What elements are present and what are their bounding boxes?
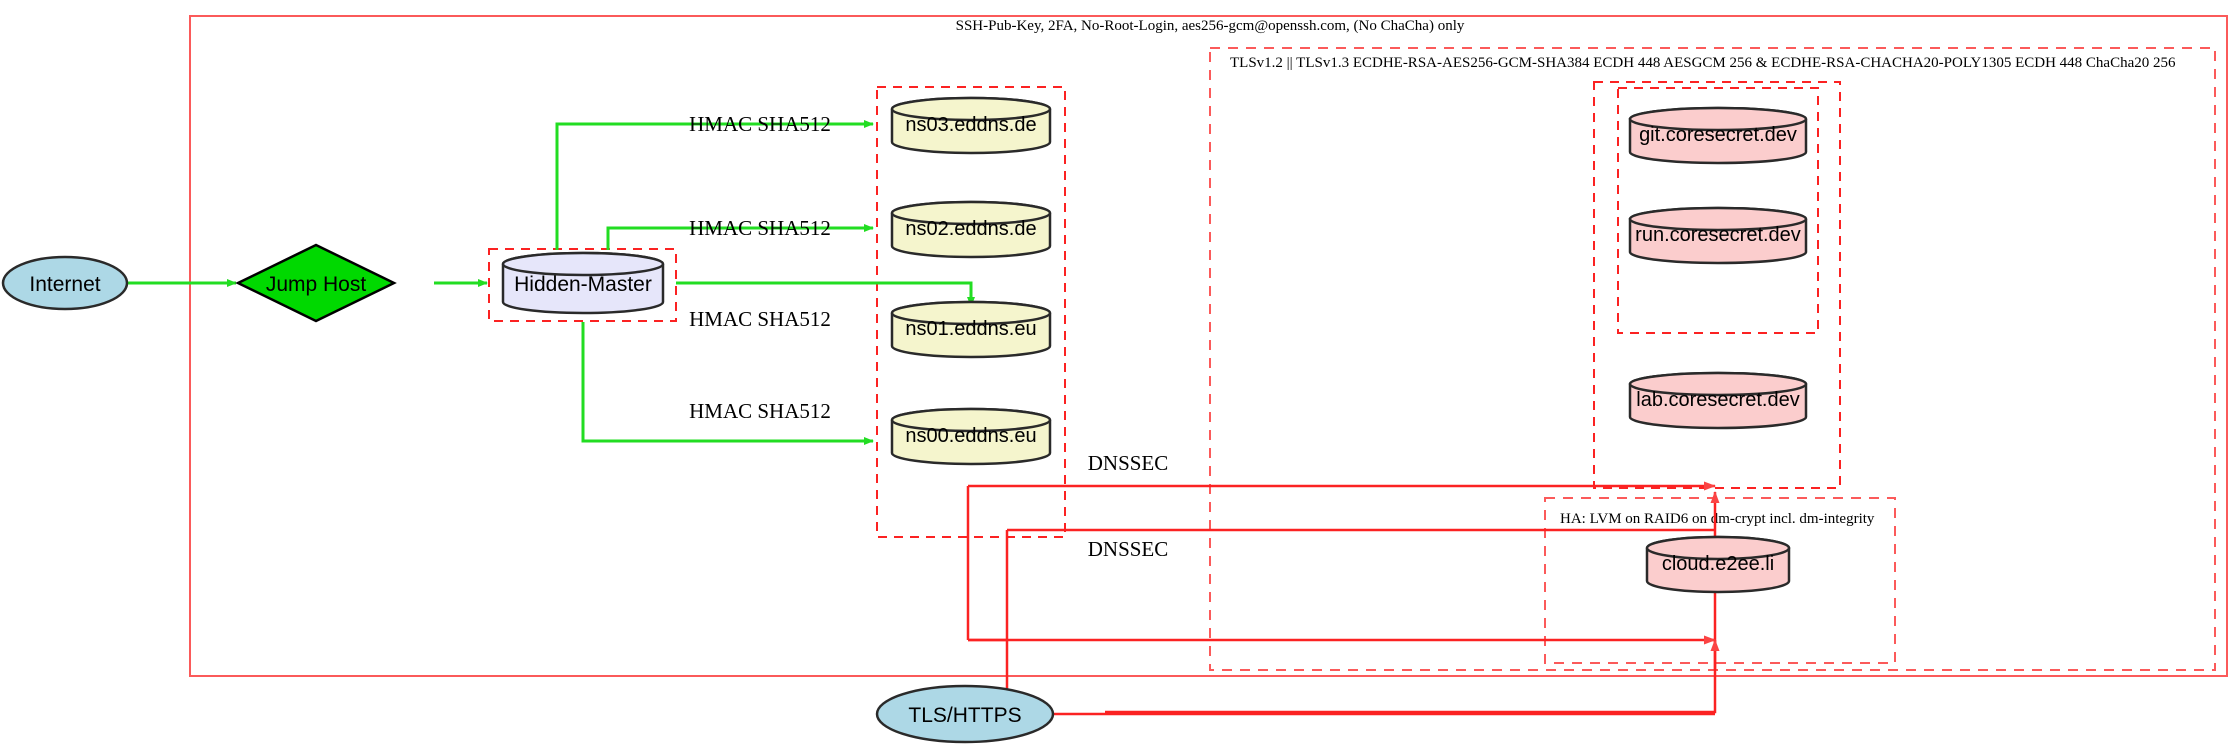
node-jump-host[interactable]: Jump Host <box>235 243 397 323</box>
cluster-hidden-master-box <box>488 248 677 322</box>
node-git-coresecret[interactable]: git.coresecret.dev <box>1628 106 1808 165</box>
cluster-coresecret-inner-box <box>1617 87 1819 334</box>
cluster-ssh-box <box>189 15 2228 677</box>
edge-label-hmac-ns03: HMAC SHA512 <box>689 112 831 136</box>
node-ns03[interactable]: ns03.eddns.de <box>890 96 1052 155</box>
jump-host-diamond-shape <box>235 243 397 323</box>
node-lab-label: lab.coresecret.dev <box>1636 389 1799 411</box>
node-internet[interactable]: Internet <box>1 255 129 311</box>
node-cloud-label: cloud.e2ee.li <box>1662 553 1774 575</box>
cluster-ssh-label: SSH-Pub-Key, 2FA, No-Root-Login, aes256-… <box>956 18 1465 34</box>
node-ns03-label: ns03.eddns.de <box>905 114 1036 136</box>
edge-label-hmac-ns00: HMAC SHA512 <box>689 399 831 423</box>
edge-label-hmac-ns02: HMAC SHA512 <box>689 216 831 240</box>
edge-label-dnssec-lower: DNSSEC <box>1088 537 1169 561</box>
ns00-cylinder-top <box>890 407 1052 433</box>
ns03-cylinder-top <box>890 96 1052 122</box>
cluster-ha-label: HA: LVM on RAID6 on dm-crypt incl. dm-in… <box>1560 511 1875 527</box>
node-ns00[interactable]: ns00.eddns.eu <box>890 407 1052 466</box>
node-tls-https-label: TLS/HTTPS <box>908 704 1021 727</box>
edge-hiddenmaster-to-ns03 <box>555 120 874 250</box>
node-git-label: git.coresecret.dev <box>1639 124 1797 146</box>
cloud-cylinder-top <box>1645 535 1791 561</box>
node-ns01-label: ns01.eddns.eu <box>905 318 1036 340</box>
internet-ellipse-shape <box>1 255 129 311</box>
node-ns01[interactable]: ns01.eddns.eu <box>890 300 1052 359</box>
cluster-tls-box <box>1209 47 2216 671</box>
hidden-master-cylinder-top <box>501 251 665 277</box>
edge-label-dnssec-upper: DNSSEC <box>1088 451 1169 475</box>
node-hidden-master-label: Hidden-Master <box>514 273 652 296</box>
cluster-tls-label: TLSv1.2 || TLSv1.3 ECDHE-RSA-AES256-GCM-… <box>1230 55 2176 71</box>
edge-label-hmac-ns01: HMAC SHA512 <box>689 307 831 331</box>
edge-hiddenmaster-to-ns00 <box>581 322 874 445</box>
cluster-ha-box <box>1544 497 1896 664</box>
edge-tls-to-cloud-lower <box>1105 670 1717 714</box>
node-cloud-e2ee[interactable]: cloud.e2ee.li <box>1645 535 1791 594</box>
node-ns02-label: ns02.eddns.de <box>905 218 1036 240</box>
edge-hiddenmaster-to-ns01 <box>676 281 975 307</box>
node-jump-host-label: Jump Host <box>266 273 367 296</box>
ns02-cylinder-top <box>890 200 1052 226</box>
node-tls-https[interactable]: TLS/HTTPS <box>875 684 1055 744</box>
run-cylinder-top <box>1628 206 1808 232</box>
ns01-cylinder-top <box>890 300 1052 326</box>
cluster-coresecret-box <box>1593 81 1841 489</box>
git-cylinder-top <box>1628 106 1808 132</box>
node-ns02[interactable]: ns02.eddns.de <box>890 200 1052 259</box>
node-ns00-label: ns00.eddns.eu <box>905 425 1036 447</box>
edge-hiddenmaster-to-ns02 <box>606 224 874 250</box>
node-hidden-master[interactable]: Hidden-Master <box>501 251 665 315</box>
node-run-label: run.coresecret.dev <box>1635 224 1801 246</box>
node-lab-coresecret[interactable]: lab.coresecret.dev <box>1628 371 1808 430</box>
tls-https-ellipse-shape <box>875 684 1055 744</box>
node-internet-label: Internet <box>29 273 100 296</box>
lab-cylinder-top <box>1628 371 1808 397</box>
node-run-coresecret[interactable]: run.coresecret.dev <box>1628 206 1808 265</box>
